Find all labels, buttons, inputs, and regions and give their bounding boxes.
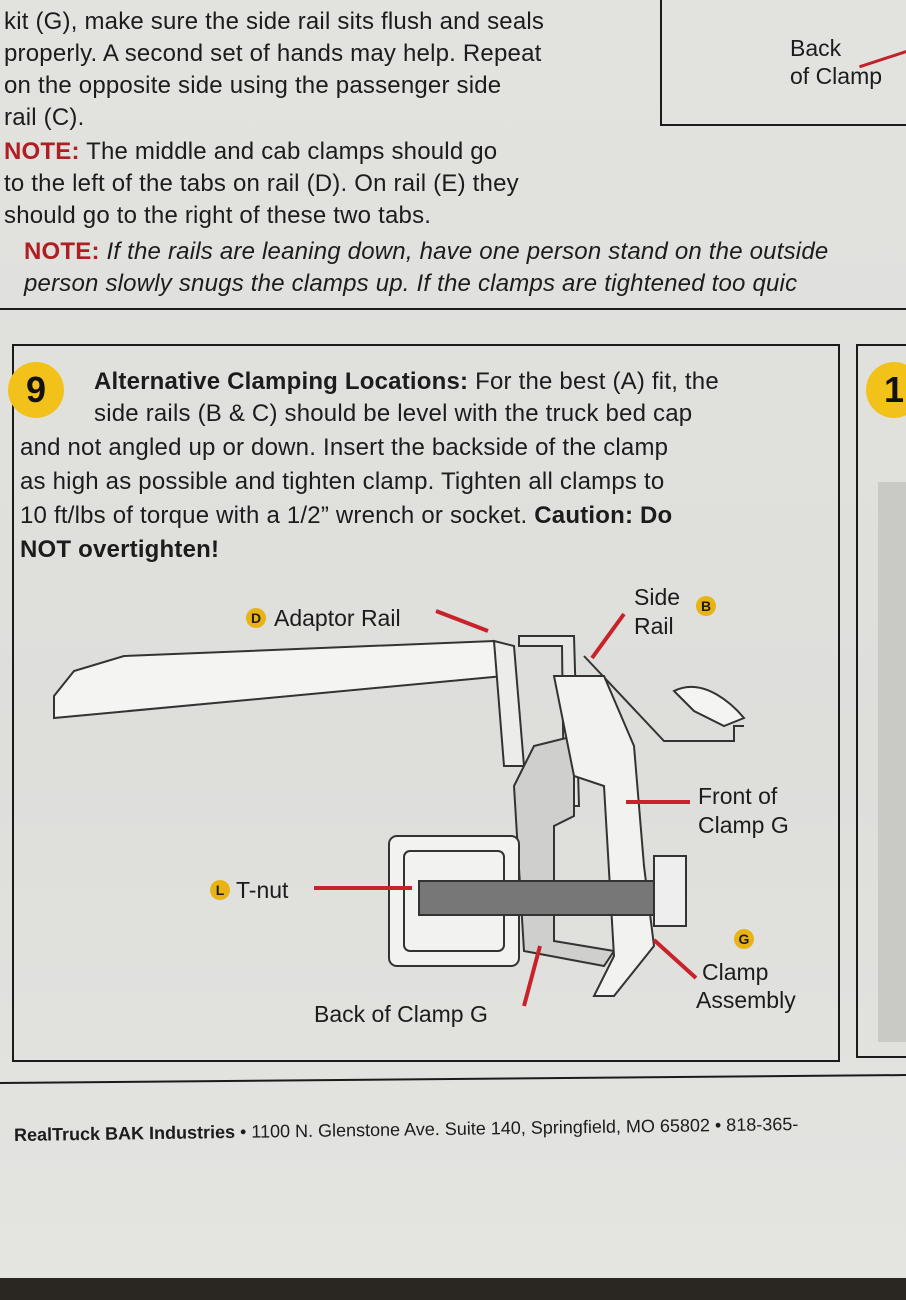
text-line: 10 ft/lbs of torque with a 1/2” wrench o…	[20, 500, 672, 532]
text-line: For the best (A) fit, the	[468, 368, 719, 395]
text-line: side rails (B & C) should be level with …	[94, 400, 693, 427]
text-line: The middle and cab clamps should go	[79, 138, 498, 165]
badge-l: L	[210, 880, 230, 900]
top-figure: Back of Clamp	[660, 0, 906, 126]
text-line: properly. A second set of hands may help…	[4, 40, 542, 67]
text-line: and not angled up or down. Insert the ba…	[20, 434, 669, 461]
step-number-badge: 9	[8, 362, 64, 418]
text-line: should go to the right of these two tabs…	[4, 202, 432, 229]
step-text-line: Alternative Clamping Locations: For the …	[94, 366, 719, 398]
step-10-panel: 1	[856, 344, 906, 1058]
side-rail	[583, 655, 744, 742]
text-line: 10 ft/lbs of torque with a 1/2” wrench o…	[20, 502, 535, 529]
text-line: rail (C).	[4, 104, 85, 131]
badge-b: B	[696, 596, 716, 616]
note-label: NOTE:	[24, 238, 100, 265]
caution: Caution: Do	[534, 502, 673, 529]
footer: RealTruck BAK Industries • 1100 N. Glens…	[14, 1114, 799, 1146]
note-label: NOTE:	[4, 138, 80, 165]
address: • 1100 N. Glenstone Ave. Suite 140, Spri…	[234, 1114, 799, 1142]
note-1: NOTE: The middle and cab clamps should g…	[4, 136, 497, 168]
step-9-panel: 9 Alternative Clamping Locations: For th…	[8, 344, 840, 1062]
arrow	[522, 945, 542, 1007]
figure-label: Back	[790, 35, 842, 61]
badge-g: G	[734, 929, 754, 949]
bed-cap	[53, 639, 506, 720]
clamp-diagram	[53, 609, 746, 1007]
step-title: Alternative Clamping Locations:	[94, 368, 469, 395]
arrow	[435, 609, 489, 633]
front-clamp-label: Clamp G	[698, 812, 789, 838]
side-rail-label: Side	[634, 584, 681, 610]
arrow	[590, 612, 626, 660]
arrow	[652, 938, 698, 980]
company-name: RealTruck BAK Industries	[13, 1121, 236, 1145]
divider	[0, 1074, 906, 1084]
bolt	[418, 880, 670, 916]
back-clamp-label: Back of Clamp G	[314, 1001, 488, 1027]
text-line: If the rails are leaning down, have one …	[99, 238, 829, 265]
text-line: person slowly snugs the clamps up. If th…	[24, 270, 798, 297]
t-nut-label: T-nut	[236, 877, 289, 903]
background-surface	[0, 1278, 906, 1300]
clamp-assembly-label: Assembly	[696, 987, 796, 1013]
bolt-head	[653, 855, 687, 927]
side-rail-label: Rail	[634, 613, 674, 639]
text-line: to the left of the tabs on rail (D). On …	[4, 170, 519, 197]
cap-edge	[492, 639, 526, 767]
photo	[878, 482, 906, 1042]
arrow	[859, 46, 906, 69]
text-line: on the opposite side using the passenger…	[4, 72, 502, 99]
step-number-badge: 1	[866, 362, 906, 418]
text-line: as high as possible and tighten clamp. T…	[20, 468, 665, 495]
caution: NOT overtighten!	[20, 536, 220, 563]
rail-profile	[672, 685, 746, 728]
adaptor-rail-label: Adaptor Rail	[274, 605, 401, 631]
figure-label: of Clamp	[790, 63, 883, 89]
clamp-assembly-label: Clamp	[702, 959, 769, 985]
divider	[0, 308, 906, 310]
text-line: kit (G), make sure the side rail sits fl…	[4, 8, 545, 35]
note-2: NOTE: If the rails are leaning down, hav…	[24, 236, 828, 268]
front-clamp-label: Front of	[698, 783, 778, 809]
badge-d: D	[246, 608, 266, 628]
